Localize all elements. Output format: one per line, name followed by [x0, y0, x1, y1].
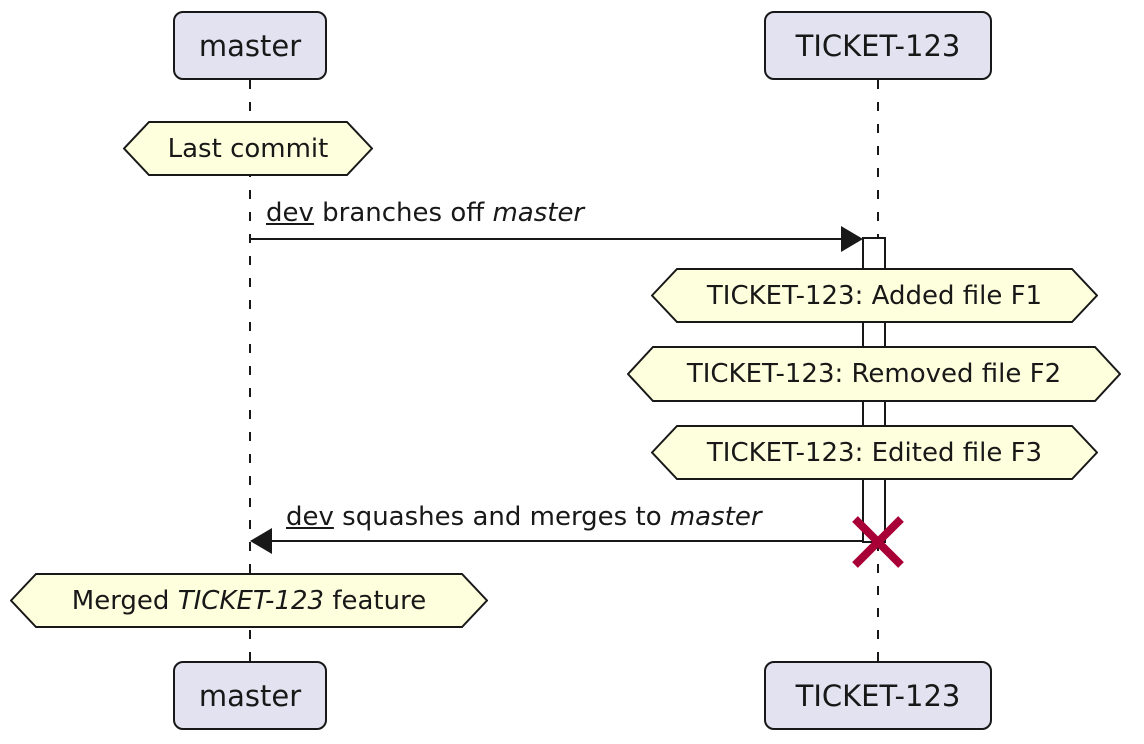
destroy-x-icon	[852, 516, 904, 568]
note-edited-f3: TICKET-123: Edited file F3	[651, 425, 1098, 480]
message-merge-text: squashes and merges to	[333, 502, 670, 532]
note-last-commit-label: Last commit	[167, 133, 329, 164]
lifeline-master	[249, 80, 251, 661]
participant-master-bottom-label: master	[198, 678, 302, 713]
note-merged-ticket: TICKET-123	[177, 585, 325, 616]
message-merge-label: dev squashes and merges to master	[286, 502, 762, 532]
participant-master-top-label: master	[198, 28, 302, 63]
message-branch-line	[250, 238, 842, 240]
hexagon-shape	[123, 121, 373, 176]
hexagon-shape	[627, 346, 1121, 402]
note-removed-f2-label: TICKET-123: Removed file F2	[686, 359, 1062, 389]
note-removed-f2: TICKET-123: Removed file F2	[627, 346, 1121, 402]
hexagon-shape	[651, 425, 1098, 480]
participant-ticket-bottom: TICKET-123	[764, 661, 992, 730]
message-merge-line	[272, 540, 864, 542]
message-merge-arrowhead-icon	[250, 528, 272, 554]
note-merged-part1: Merged	[71, 585, 178, 616]
message-merge-master: master	[669, 502, 762, 532]
message-branch-master: master	[492, 198, 585, 228]
hexagon-shape	[651, 268, 1098, 323]
note-merged-part3: feature	[324, 585, 427, 616]
message-branch-text: branches off	[313, 198, 493, 228]
participant-master-top: master	[173, 11, 327, 80]
note-merged-feature: Merged TICKET-123 feature	[10, 573, 488, 628]
note-added-f1: TICKET-123: Added file F1	[651, 268, 1098, 323]
participant-master-bottom: master	[173, 661, 327, 730]
message-merge-dev: dev	[286, 502, 334, 532]
message-branch-arrowhead-icon	[841, 226, 863, 252]
note-edited-f3-label: TICKET-123: Edited file F3	[706, 437, 1043, 468]
participant-ticket-bottom-label: TICKET-123	[795, 678, 961, 713]
note-last-commit: Last commit	[123, 121, 373, 176]
participant-ticket-top: TICKET-123	[764, 11, 992, 80]
hexagon-shape	[10, 573, 488, 628]
note-added-f1-label: TICKET-123: Added file F1	[706, 280, 1043, 311]
message-branch-dev: dev	[266, 198, 314, 228]
message-branch-label: dev branches off master	[266, 198, 584, 228]
note-merged-feature-label: Merged TICKET-123 feature	[72, 586, 426, 616]
participant-ticket-top-label: TICKET-123	[795, 28, 961, 63]
